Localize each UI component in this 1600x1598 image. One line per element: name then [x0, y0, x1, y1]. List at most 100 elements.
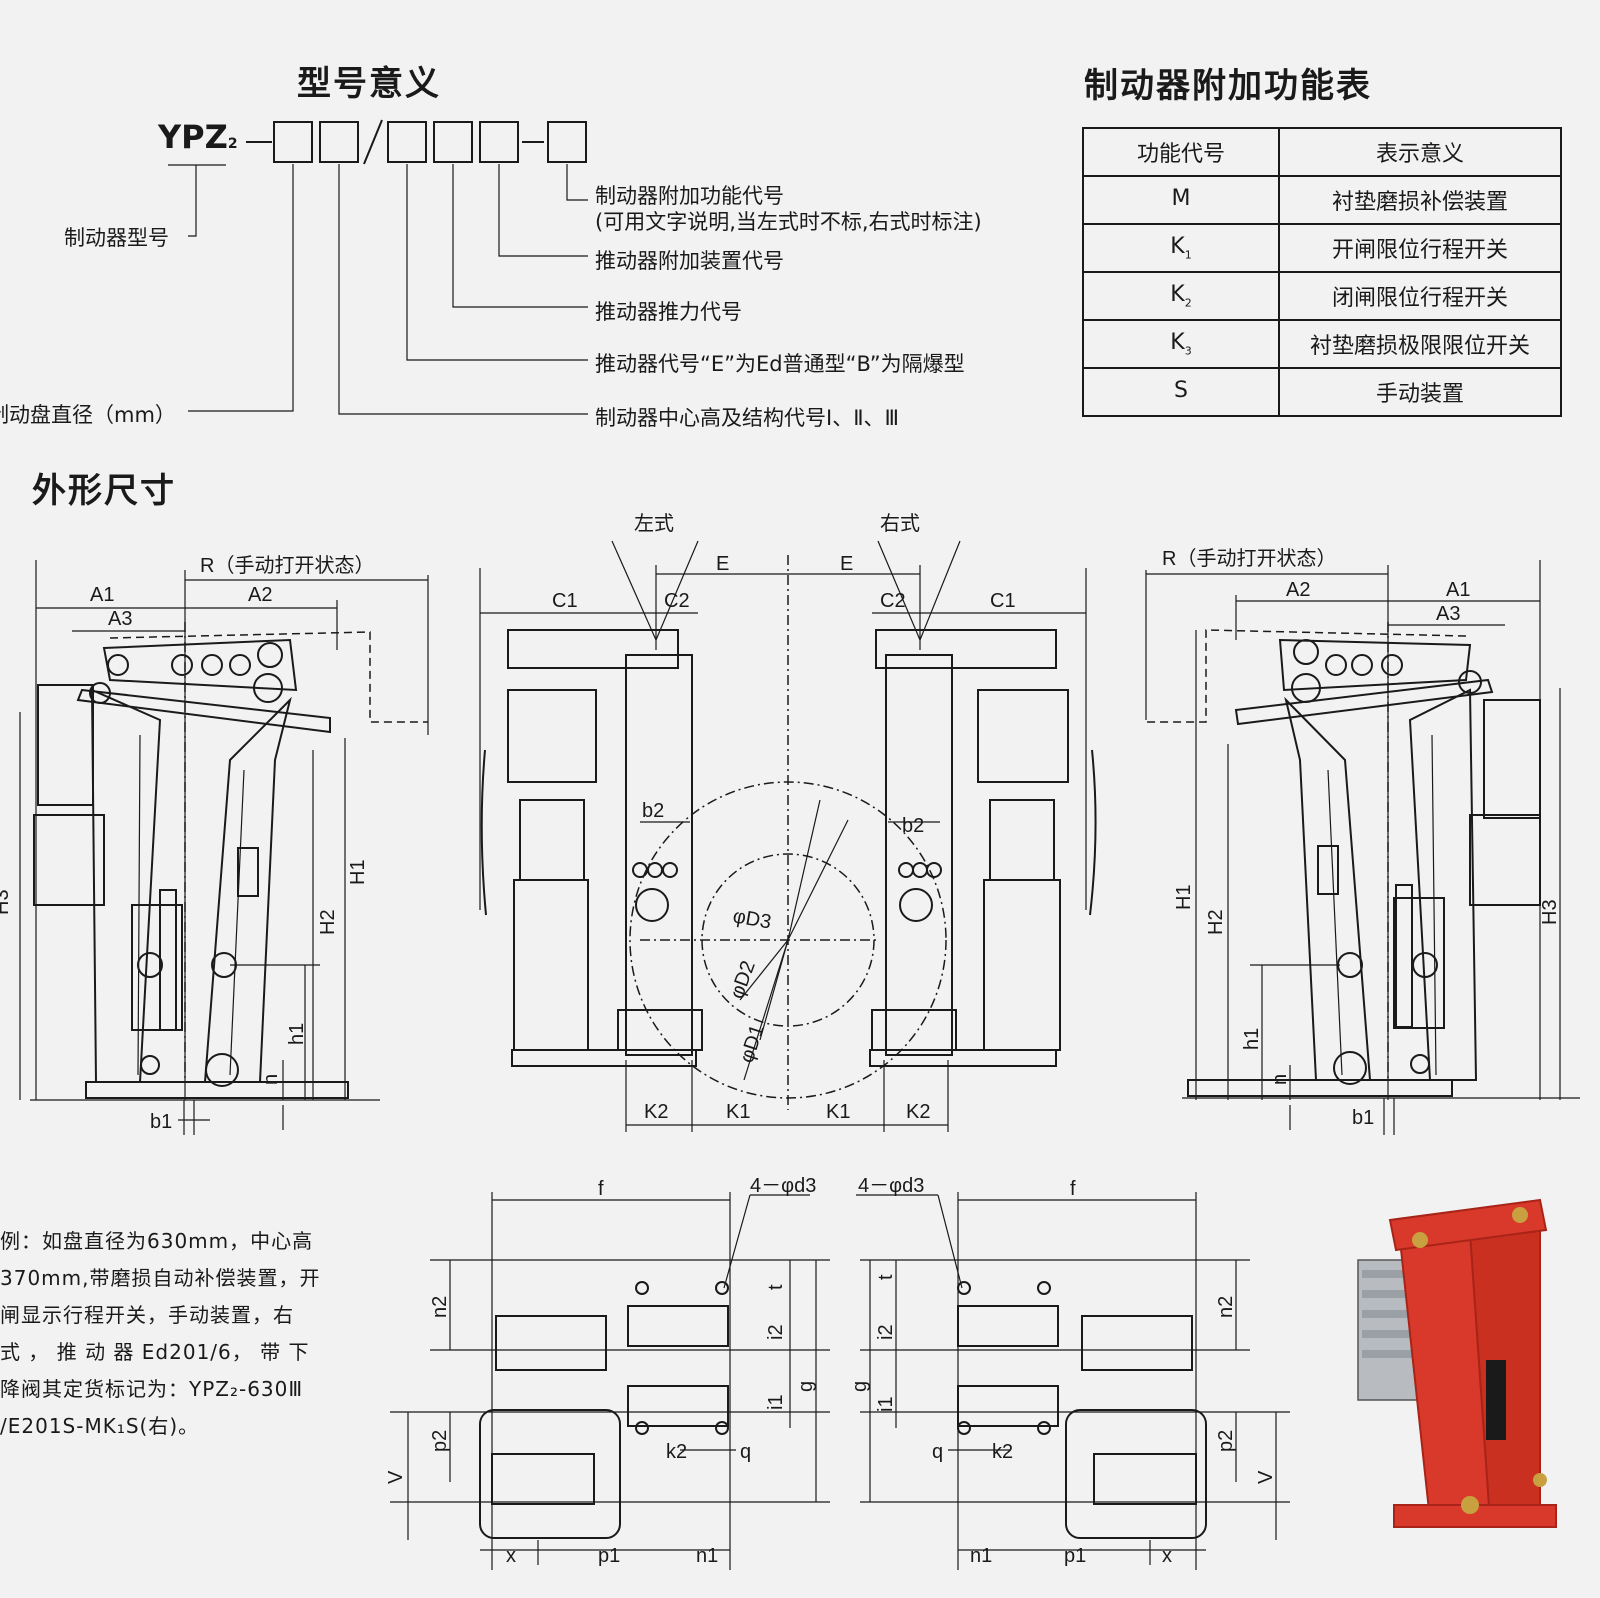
dim-K2-right: K2	[906, 1101, 930, 1123]
dim-q-right: q	[932, 1441, 943, 1463]
dim-D1: φD1	[736, 1022, 769, 1065]
dim-A3-left: A3	[108, 608, 132, 630]
dim-K2-left: K2	[644, 1101, 668, 1123]
left-side-view	[19, 560, 429, 1135]
base-view-right	[856, 1192, 1290, 1570]
dim-A1-right: A1	[1446, 579, 1470, 601]
dim-i1-right: i1	[875, 1396, 897, 1412]
dim-H2-left: H2	[317, 909, 339, 935]
model-code: YPZ2	[158, 118, 238, 156]
dim-p1-right: p1	[1064, 1545, 1086, 1567]
label-center-height-code: 制动器中心高及结构代号Ⅰ、Ⅱ、Ⅲ	[595, 406, 900, 430]
table-row: K1 开闸限位行程开关	[1082, 223, 1562, 273]
table-header-row: 功能代号 表示意义	[1082, 127, 1562, 177]
dim-K1-left: K1	[726, 1101, 750, 1123]
dim-n2-right: n2	[1215, 1296, 1237, 1318]
label-brake-model: 制动器型号	[64, 226, 169, 250]
dim-b1-right: b1	[1352, 1107, 1374, 1129]
header-code: 功能代号	[1082, 127, 1280, 177]
row-meaning: 衬垫磨损极限限位开关	[1278, 319, 1562, 369]
row-code: M	[1082, 175, 1280, 225]
dim-b2-right: b2	[902, 815, 924, 837]
dim-i2-right: i2	[875, 1324, 897, 1340]
row-code: K3	[1082, 319, 1280, 369]
dim-n-right: n	[1269, 1074, 1291, 1085]
label-disc-diameter: 制动盘直径（mm）	[0, 403, 176, 427]
label-additional-function-code: 制动器附加功能代号	[595, 184, 784, 208]
dim-q-left: q	[740, 1441, 751, 1463]
dim-n-left: n	[260, 1074, 282, 1085]
dim-g-right: g	[849, 1381, 871, 1392]
dim-d3-right: 4－φd3	[858, 1175, 924, 1197]
dim-E-left: E	[716, 553, 729, 575]
dim-x-left: x	[506, 1545, 516, 1567]
table-row: K2 闭闸限位行程开关	[1082, 271, 1562, 321]
dim-n1-right: n1	[970, 1545, 992, 1567]
dim-R-right: R（手动打开状态）	[1162, 547, 1336, 570]
row-code: S	[1082, 367, 1280, 417]
dim-H3-right: H3	[1539, 899, 1561, 925]
dim-C2-right: C2	[880, 590, 906, 612]
dim-R-left: R（手动打开状态）	[200, 554, 374, 577]
brake-product-illustration	[1357, 1198, 1557, 1528]
front-view	[479, 540, 1097, 1132]
dim-V-right: V	[1255, 1470, 1277, 1484]
dim-D3: φD3	[731, 905, 773, 933]
dim-f-right: f	[1070, 1178, 1076, 1200]
dim-p1-left: p1	[598, 1545, 620, 1567]
front-view-labels: 左式 右式 E E C1 C2 C2 C1 b2 b2 φD3 φD2 φD1 …	[552, 512, 1016, 1123]
dim-C1-right: C1	[990, 590, 1016, 612]
dim-H1-right: H1	[1173, 884, 1195, 910]
label-actuator-thrust-code: 推动器推力代号	[595, 300, 742, 324]
row-meaning: 衬垫磨损补偿装置	[1278, 175, 1562, 225]
dim-p2-right: p2	[1215, 1430, 1237, 1452]
dim-H1-left: H1	[347, 859, 369, 885]
dim-b2-left: b2	[642, 800, 664, 822]
label-actuator-device-code: 推动器附加装置代号	[595, 249, 784, 273]
dim-k2-left: k2	[666, 1441, 687, 1463]
dim-C1-left: C1	[552, 590, 578, 612]
dim-f-left: f	[598, 1178, 604, 1200]
dim-A1-left: A1	[90, 584, 114, 606]
dim-D2: φD2	[726, 958, 760, 1002]
dim-h1-right: h1	[1241, 1028, 1263, 1050]
dim-H2-right: H2	[1205, 909, 1227, 935]
dim-A2-right: A2	[1286, 579, 1310, 601]
label-actuator-code: 推动器代号“E”为Ed普通型“B”为隔爆型	[595, 352, 965, 376]
model-code-diagram	[168, 119, 588, 415]
table-row: K3 衬垫磨损极限限位开关	[1082, 319, 1562, 369]
table-row: S 手动装置	[1082, 367, 1562, 417]
dim-t-right: t	[875, 1274, 897, 1280]
dim-K1-right: K1	[826, 1101, 850, 1123]
row-meaning: 手动装置	[1278, 367, 1562, 417]
dim-p2-left: p2	[429, 1430, 451, 1452]
dim-b1-left: b1	[150, 1111, 172, 1133]
function-table-title: 制动器附加功能表	[1084, 66, 1372, 106]
model-meaning-title: 型号意义	[297, 64, 441, 104]
dimensions-title: 外形尺寸	[32, 471, 176, 511]
table-row: M 衬垫磨损补偿装置	[1082, 175, 1562, 225]
dim-E-right: E	[840, 553, 853, 575]
dim-n2-left: n2	[429, 1296, 451, 1318]
dim-H3-left: H3	[0, 889, 13, 915]
function-table: 功能代号 表示意义 M 衬垫磨损补偿装置 K1 开闸限位行程开关 K2 闭闸限位…	[1082, 127, 1562, 417]
dim-t-left: t	[765, 1284, 787, 1290]
dim-d3-left: 4－φd3	[750, 1175, 816, 1197]
left-view-labels: R（手动打开状态） A1 A2 A3 H1 H2 H3 h1 n b1	[0, 554, 374, 1133]
label-left-type: 左式	[634, 512, 674, 535]
dim-i2-left: i2	[765, 1324, 787, 1340]
base-view-left-labels: f 4－φd3 t i2 i1 g n2 p2 V k2 q x p1 n1	[385, 1175, 817, 1567]
row-meaning: 开闸限位行程开关	[1278, 223, 1562, 273]
header-meaning: 表示意义	[1278, 127, 1562, 177]
base-view-right-labels: f 4－φd3 t i2 i1 g n2 p2 V k2 q n1 p1 x	[849, 1175, 1277, 1567]
dim-C2-left: C2	[664, 590, 690, 612]
dim-g-left: g	[795, 1381, 817, 1392]
row-code: K1	[1082, 223, 1280, 273]
label-right-type: 右式	[880, 512, 920, 535]
dim-i1-left: i1	[765, 1394, 787, 1410]
dim-k2-right: k2	[992, 1441, 1013, 1463]
right-side-view	[1145, 560, 1580, 1135]
dim-V-left: V	[385, 1470, 407, 1484]
right-view-labels: R（手动打开状态） A2 A1 A3 H1 H2 H3 h1 n b1	[1162, 547, 1561, 1129]
